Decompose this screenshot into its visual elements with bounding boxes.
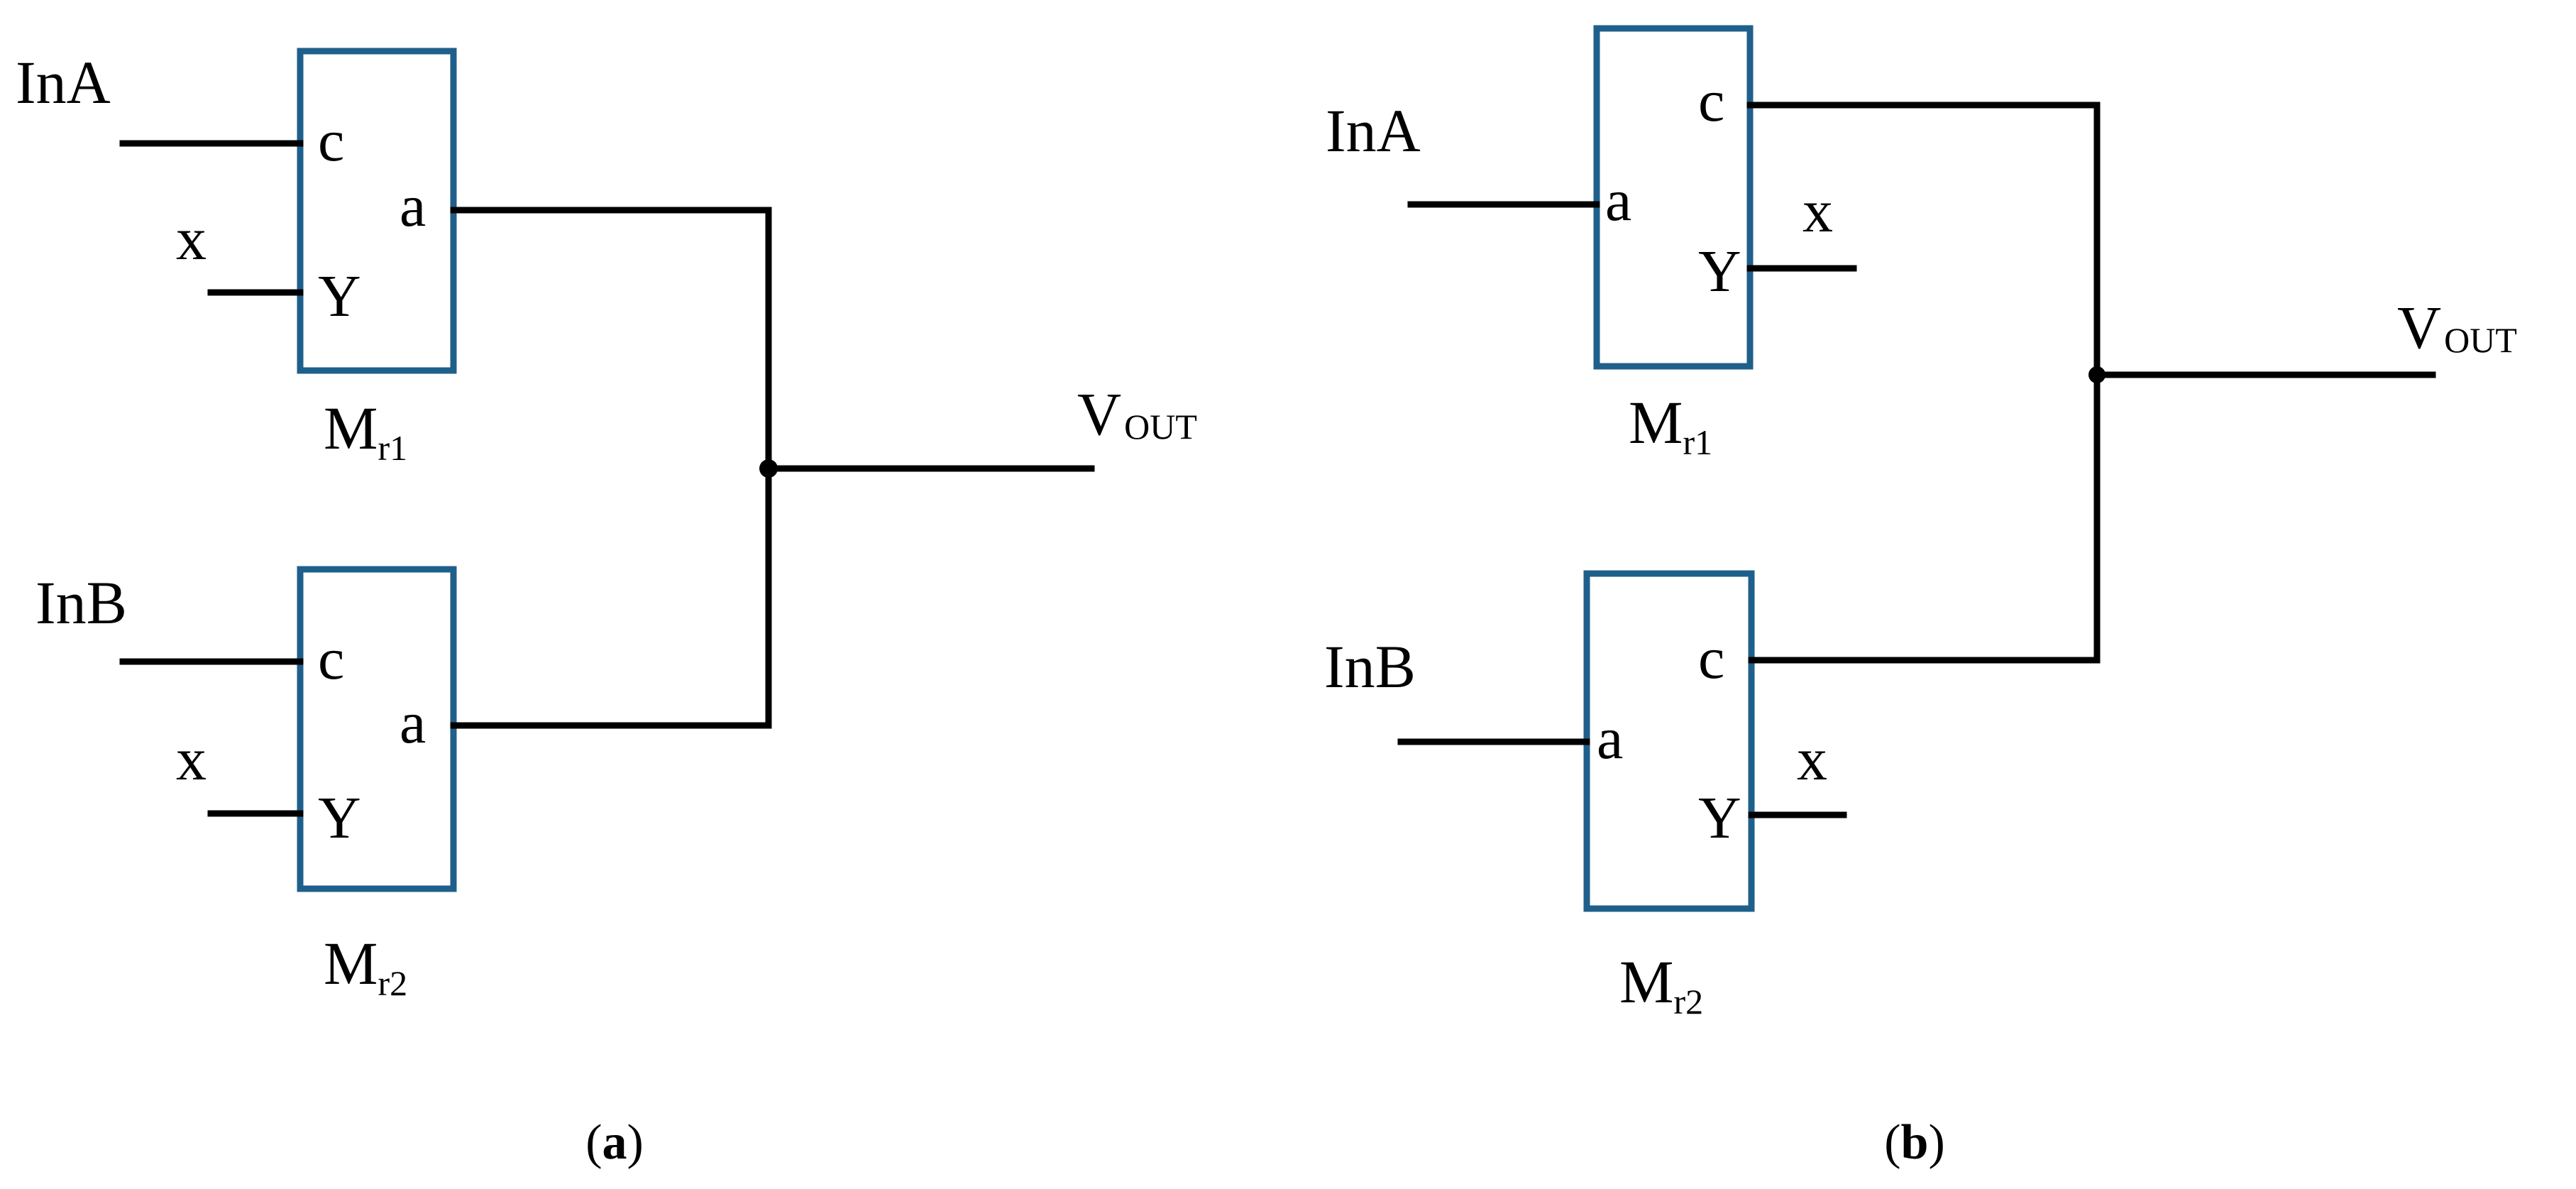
junction-a-dot xyxy=(759,459,778,478)
memristor-b-1-box xyxy=(1593,25,1754,370)
device-label-b-mr1: Mr1 xyxy=(1629,388,1712,462)
device-label-a-mr2: Mr2 xyxy=(324,929,407,1003)
output-label-b-x2: x xyxy=(1797,725,1827,793)
pin-label-a2-y: Y xyxy=(318,785,361,851)
pin-label-b2-a: a xyxy=(1597,706,1623,772)
memristor-a-2-box xyxy=(297,566,457,892)
pin-label-b1-c: c xyxy=(1698,68,1724,134)
pin-label-b1-y: Y xyxy=(1698,239,1741,305)
output-label-a-vout: VOUT xyxy=(1077,380,1197,448)
memristor-a-1-box xyxy=(297,48,457,374)
panel-caption-b: (b) xyxy=(1884,1115,1945,1170)
input-label-a-inb: InB xyxy=(35,569,127,637)
panel-b: InA InB x x c a Y c a Y Mr1 Mr2 VOUT (b) xyxy=(1324,25,2517,1170)
pin-label-a1-a: a xyxy=(400,173,426,239)
junction-b-dot xyxy=(2088,366,2106,383)
output-label-b-x1: x xyxy=(1802,177,1833,245)
pin-label-a2-a: a xyxy=(400,690,426,756)
pin-label-b1-a: a xyxy=(1605,168,1631,234)
pin-label-b2-y: Y xyxy=(1698,785,1741,851)
input-label-b-inb: InB xyxy=(1324,632,1416,701)
device-label-b-mr2: Mr2 xyxy=(1619,948,1703,1021)
input-label-b-ina: InA xyxy=(1326,97,1421,165)
input-label-a-x2: x xyxy=(176,725,207,793)
pin-label-a1-y: Y xyxy=(318,263,361,329)
output-label-b-vout: VOUT xyxy=(2397,293,2517,361)
panel-a: InA x InB x c a Y c a Y Mr1 Mr2 VOUT (a) xyxy=(16,48,1197,1170)
panel-caption-a: (a) xyxy=(585,1115,644,1170)
input-label-a-x1: x xyxy=(176,204,207,273)
input-label-a-ina: InA xyxy=(16,48,111,116)
pin-label-a1-c: c xyxy=(318,108,344,174)
memristor-b-2-box xyxy=(1583,570,1755,912)
device-label-a-mr1: Mr1 xyxy=(324,394,407,468)
pin-label-b2-c: c xyxy=(1698,625,1724,691)
pin-label-a2-c: c xyxy=(318,626,344,692)
